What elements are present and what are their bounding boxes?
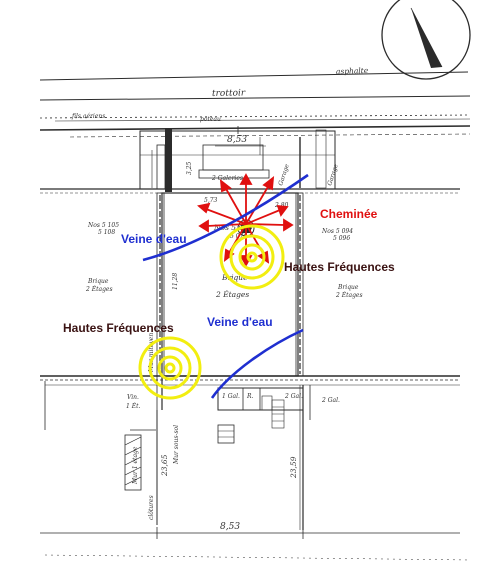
cheminee-label: Cheminée bbox=[320, 207, 378, 221]
mur-mitoyen-label: Mur mitoyen bbox=[148, 333, 155, 373]
main-building bbox=[40, 188, 460, 386]
high-frequency-rings-1 bbox=[219, 224, 285, 290]
asphalte-label: asphalte bbox=[336, 66, 369, 76]
brique-left-label: Brique bbox=[87, 278, 109, 285]
brique-center-label: Brique bbox=[221, 273, 248, 282]
mur-1-etage-label: Mur 1 étage bbox=[132, 446, 139, 485]
hf-label-1: Hautes Fréquences bbox=[284, 260, 395, 274]
compass-icon bbox=[381, 0, 471, 80]
gal3-label: 2 Gal. bbox=[321, 397, 340, 404]
vin-sub-label: 1 Ét. bbox=[126, 402, 141, 410]
dim-bottom-label: 8,53 bbox=[220, 522, 240, 532]
poteau-label: poteau bbox=[200, 116, 221, 123]
trottoir-label: trottoir bbox=[212, 88, 246, 99]
etages-center-label: 2 Étages bbox=[215, 290, 249, 299]
gal-r-label: R. bbox=[246, 393, 254, 400]
vin-label: Vin. bbox=[127, 394, 139, 401]
garage-center-label: Garage bbox=[277, 163, 291, 187]
parcel-left-sub-label: 5 108 bbox=[98, 229, 115, 236]
clotures-label: clôtures bbox=[148, 495, 155, 520]
etages-left-label: 2 Étages bbox=[85, 285, 113, 293]
street-lines bbox=[39, 71, 471, 138]
parcel-left-label: Nos 5 105 bbox=[87, 222, 119, 229]
hatched-shed bbox=[124, 436, 142, 486]
parcel-right-label: Nos 5 094 bbox=[321, 228, 353, 235]
veine-label-2: Veine d'eau bbox=[207, 315, 273, 329]
bottom-dimension bbox=[40, 527, 471, 561]
dim-left-vertical-label: 23,65 bbox=[160, 454, 169, 477]
dim-front-vertical-label: 3,25 bbox=[186, 161, 193, 175]
sous-sol-label: Mur sous-sol bbox=[173, 425, 180, 465]
dim-left-label: 5,73 bbox=[204, 197, 218, 204]
porch-structure bbox=[139, 126, 336, 192]
garage-right-label: Garage bbox=[326, 163, 340, 187]
etages-right-label: 2 Étages bbox=[335, 291, 363, 299]
dim-side-label: 11,28 bbox=[172, 273, 179, 290]
veine-label-1: Veine d'eau bbox=[121, 232, 187, 246]
parcel-right-sub-label: 5 096 bbox=[333, 235, 350, 242]
rear-annexes bbox=[44, 376, 311, 530]
high-frequency-rings-2 bbox=[138, 336, 202, 400]
parcel-center-label: Nos 5 080 bbox=[213, 223, 253, 232]
water-vein-2 bbox=[210, 328, 304, 399]
gal1-label: 1 Gal. bbox=[222, 393, 240, 400]
fils-aeriens-label: fils aériens bbox=[71, 113, 105, 120]
brique-right-label: Brique bbox=[337, 284, 359, 291]
gal2-label: 2 Gal. bbox=[284, 393, 303, 400]
water-vein-1 bbox=[142, 173, 309, 262]
dim-right-vertical-label: 23,59 bbox=[289, 456, 298, 479]
hf-label-2: Hautes Fréquences bbox=[63, 321, 174, 335]
dim-top-label: 8,53 bbox=[227, 135, 247, 145]
galeries-label: 2 Galeries bbox=[211, 175, 243, 182]
